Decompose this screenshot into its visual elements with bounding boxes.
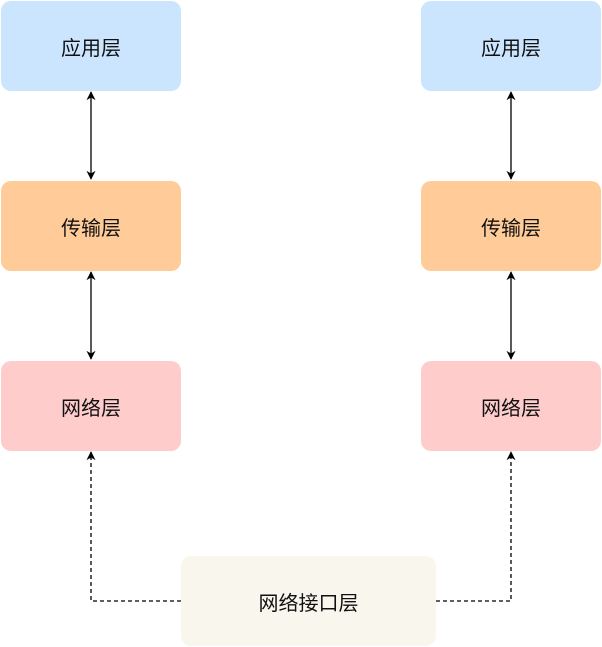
left-network-layer-label: 网络层 <box>61 395 121 420</box>
interface-to-right-network-dashed-arrow <box>436 451 516 602</box>
left-transport-layer: 传输层 <box>1 181 181 271</box>
network-interface-layer-label: 网络接口层 <box>258 590 359 615</box>
left-transport-layer-label: 传输层 <box>61 215 121 240</box>
right-application-layer-label: 应用层 <box>481 35 541 60</box>
right-application-layer: 应用层 <box>421 1 601 91</box>
right-network-layer-label: 网络层 <box>481 395 541 420</box>
left-application-layer-label: 应用层 <box>61 35 121 60</box>
right-transport-layer-label: 传输层 <box>481 215 541 240</box>
network-interface-layer: 网络接口层 <box>181 556 436 646</box>
interface-to-left-network-dashed-arrow <box>86 451 181 602</box>
right-network-layer: 网络层 <box>421 361 601 451</box>
right-transport-layer: 传输层 <box>421 181 601 271</box>
left-application-layer: 应用层 <box>1 1 181 91</box>
left-network-layer: 网络层 <box>1 361 181 451</box>
